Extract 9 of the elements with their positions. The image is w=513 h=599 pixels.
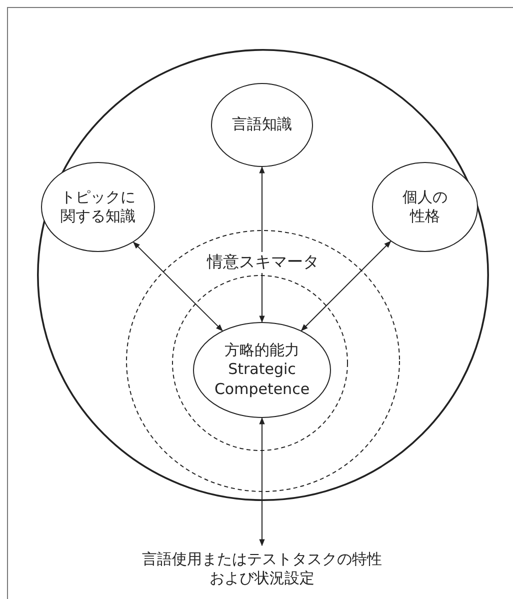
node-label: 言語使用またはテストタスクの特性および状況設定: [141, 550, 383, 588]
arrow: [300, 240, 392, 332]
node-label: Strategic Competence: [213, 360, 311, 400]
arrow: [259, 417, 265, 546]
node-label: トピックに関する知識: [60, 188, 136, 226]
node-label: 個人の性格: [402, 188, 448, 226]
node-label: 言語知識: [232, 115, 292, 135]
node-label: 方略的能力: [224, 340, 300, 360]
arrow: [133, 242, 223, 332]
